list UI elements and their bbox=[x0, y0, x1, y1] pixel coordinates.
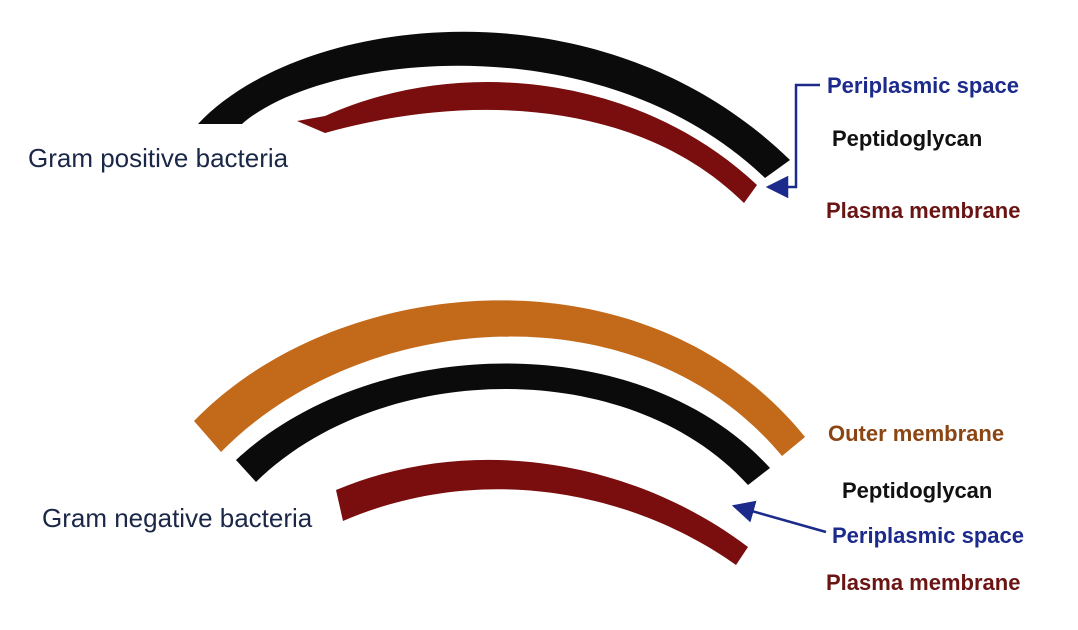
gram-negative-plasma-membrane-layer bbox=[336, 460, 748, 565]
gram-negative-peptidoglycan-label: Peptidoglycan bbox=[842, 478, 992, 503]
gram-negative-outer-membrane-label: Outer membrane bbox=[828, 421, 1004, 446]
gram-positive-peptidoglycan-label: Peptidoglycan bbox=[832, 126, 982, 151]
gram-positive-periplasmic-pointer bbox=[768, 85, 820, 187]
gram-positive-plasma-membrane-label: Plasma membrane bbox=[826, 198, 1020, 223]
gram-negative-plasma-membrane-label: Plasma membrane bbox=[826, 570, 1020, 595]
gram-negative-periplasmic-space-label: Periplasmic space bbox=[832, 523, 1024, 548]
gram-negative-title: Gram negative bacteria bbox=[42, 503, 313, 533]
gram-negative-periplasmic-pointer bbox=[734, 506, 826, 532]
gram-positive-group: Gram positive bacteria Periplasmic space… bbox=[28, 32, 1020, 223]
gram-negative-group: Gram negative bacteria Outer membrane Pe… bbox=[42, 300, 1024, 595]
gram-positive-title: Gram positive bacteria bbox=[28, 143, 289, 173]
gram-positive-periplasmic-space-label: Periplasmic space bbox=[827, 73, 1019, 98]
